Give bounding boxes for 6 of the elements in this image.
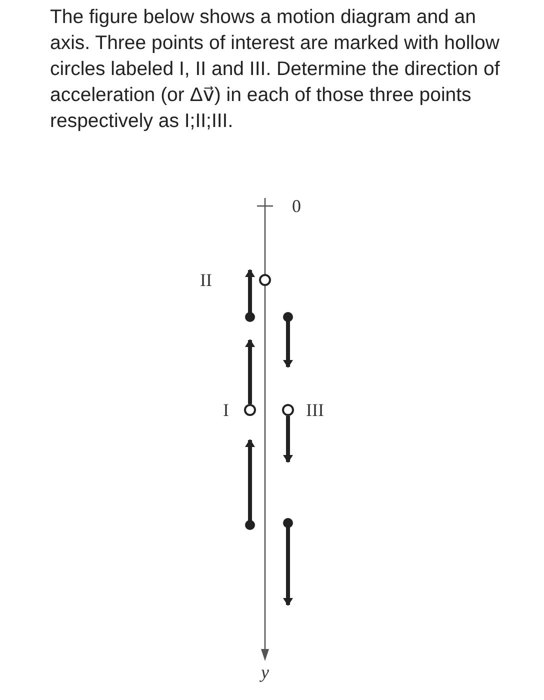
question-text: The figure below shows a motion diagram and an axis. Three points of interest are marked with hollow circles labeled I, II and III. Determine the direction of acceleration (or Δv⃗) in each of those three points respectively as I;II;III. xyxy=(50,5,501,134)
point-label: I xyxy=(223,400,229,420)
axis-origin-label: 0 xyxy=(292,196,301,216)
point-label: II xyxy=(200,270,212,290)
axis-label: y xyxy=(261,662,269,682)
point-label: III xyxy=(306,400,324,420)
